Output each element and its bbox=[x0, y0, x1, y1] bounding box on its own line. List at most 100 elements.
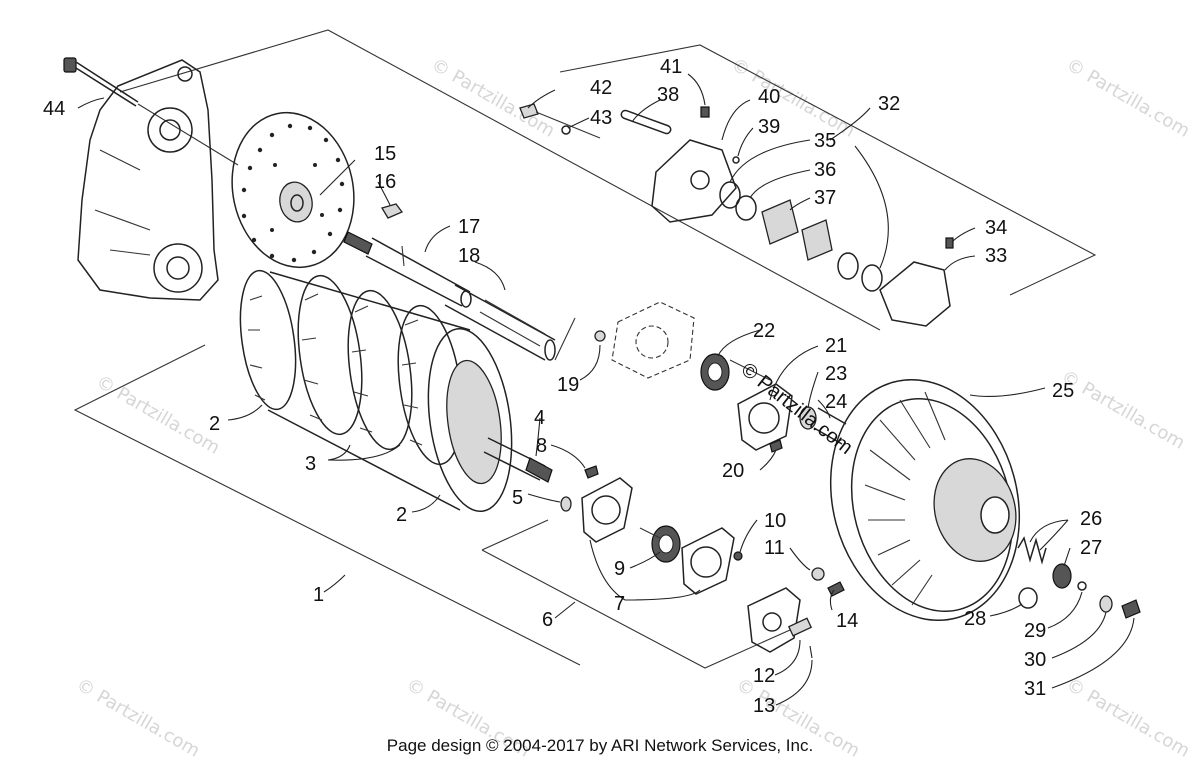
housing-bore-inner bbox=[159, 119, 181, 141]
leader-32 bbox=[829, 107, 871, 141]
callout-20: 20 bbox=[722, 460, 744, 482]
leader-22 bbox=[717, 329, 761, 357]
callout-3: 3 bbox=[305, 453, 316, 475]
leader-40 bbox=[721, 99, 751, 141]
frame-line bbox=[73, 344, 581, 666]
callout-24: 24 bbox=[825, 391, 847, 413]
sprocket-teeth bbox=[248, 293, 423, 446]
footer-copyright: Page design © 2004-2017 by ARI Network S… bbox=[386, 736, 814, 755]
callout-37: 37 bbox=[814, 187, 836, 209]
part-connector-14 bbox=[827, 581, 845, 597]
callout-11: 11 bbox=[764, 537, 785, 559]
leader-1 bbox=[323, 574, 346, 593]
leader-42 bbox=[527, 89, 556, 109]
part-bleeder-34 bbox=[945, 237, 954, 249]
callout-43: 43 bbox=[590, 107, 612, 129]
frame-line bbox=[559, 44, 1097, 296]
disc-holes bbox=[241, 123, 345, 263]
leader-31 bbox=[1051, 617, 1135, 689]
part-drive-sprockets-2-3 bbox=[239, 269, 513, 513]
leader-32a bbox=[854, 145, 889, 269]
callout-1: 1 bbox=[313, 584, 324, 606]
leader-2a bbox=[227, 404, 263, 421]
callout-2: 2 bbox=[396, 504, 407, 526]
clutch-fins bbox=[864, 391, 946, 606]
callout-6: 6 bbox=[542, 609, 553, 631]
driveshaft-end bbox=[544, 339, 556, 361]
shaft-step bbox=[401, 245, 405, 267]
leader-11 bbox=[789, 547, 811, 571]
flange21-bore bbox=[748, 402, 780, 434]
housing-boss bbox=[177, 66, 193, 82]
leader-3 bbox=[327, 444, 401, 461]
frame-line bbox=[554, 317, 576, 361]
callout-8: 8 bbox=[536, 435, 547, 457]
leader-8 bbox=[550, 444, 586, 469]
part-oring-39 bbox=[732, 156, 740, 164]
part-pad-37b bbox=[801, 219, 833, 261]
callout-44: 44 bbox=[43, 98, 65, 120]
callout-39: 39 bbox=[758, 116, 780, 138]
flange-left bbox=[581, 477, 633, 543]
leader-38 bbox=[631, 99, 661, 123]
watermark: © Partzilla.com bbox=[93, 371, 224, 459]
flange-right bbox=[681, 527, 735, 595]
leader-18 bbox=[474, 261, 506, 291]
part-bolt-8 bbox=[584, 465, 599, 479]
leader-35 bbox=[729, 139, 811, 183]
part-caliper-32 bbox=[519, 103, 954, 327]
leader-33 bbox=[944, 255, 976, 271]
caliper-piston-right bbox=[837, 252, 859, 280]
watermark: © Partzilla.com bbox=[428, 54, 559, 142]
part-key-16 bbox=[381, 203, 404, 219]
part-brake-disc-15 bbox=[231, 111, 355, 269]
part-bushing-5 bbox=[560, 496, 572, 512]
part-bolt-31 bbox=[1121, 599, 1141, 619]
callout-9: 9 bbox=[614, 558, 625, 580]
spring bbox=[1017, 536, 1047, 565]
housing-lower-bore bbox=[153, 243, 203, 293]
bearing9-inner bbox=[658, 534, 674, 554]
callout-21: 21 bbox=[825, 335, 847, 357]
callout-41: 41 bbox=[660, 56, 682, 78]
part-plate-19 bbox=[594, 301, 695, 379]
callout-10: 10 bbox=[764, 510, 786, 532]
bolt-head bbox=[63, 57, 77, 73]
leader-4 bbox=[535, 417, 541, 457]
frame-line bbox=[481, 519, 549, 551]
callout-12: 12 bbox=[753, 665, 775, 687]
callout-25: 25 bbox=[1052, 380, 1074, 402]
sprocket-outer-left bbox=[239, 269, 297, 411]
plate-outline bbox=[611, 301, 695, 379]
callout-32: 32 bbox=[878, 93, 900, 115]
part-oring-28 bbox=[1018, 587, 1038, 609]
part-bolt-20 bbox=[769, 439, 783, 453]
part-flange-7 bbox=[581, 477, 735, 595]
leader-30 bbox=[1051, 611, 1107, 659]
part-chaincase-housing bbox=[77, 59, 219, 301]
part-pad-37 bbox=[761, 199, 799, 245]
driveshaft-grooves bbox=[479, 299, 546, 347]
part-drive-shaft-18 bbox=[444, 284, 556, 361]
leader-20 bbox=[759, 449, 777, 471]
callout-28: 28 bbox=[964, 608, 986, 630]
sprocket-outer-right bbox=[427, 327, 513, 513]
callout-4: 4 bbox=[534, 407, 545, 429]
leader-29 bbox=[1047, 591, 1083, 629]
housing-outline bbox=[77, 59, 219, 301]
callout-5: 5 bbox=[512, 487, 523, 509]
callout-31: 31 bbox=[1024, 678, 1046, 700]
housing-lower-bore-inner bbox=[166, 256, 190, 280]
callout-17: 17 bbox=[458, 216, 480, 238]
callout-19: 19 bbox=[557, 374, 579, 396]
leader-5 bbox=[527, 493, 561, 503]
leader-13 bbox=[775, 659, 813, 706]
leader-26 bbox=[1029, 519, 1069, 551]
part-bearing-22 bbox=[700, 353, 730, 391]
axis-lines bbox=[639, 359, 771, 539]
shaft-body bbox=[365, 237, 471, 307]
housing-bore bbox=[147, 107, 193, 153]
part-bearing-9 bbox=[651, 525, 681, 563]
